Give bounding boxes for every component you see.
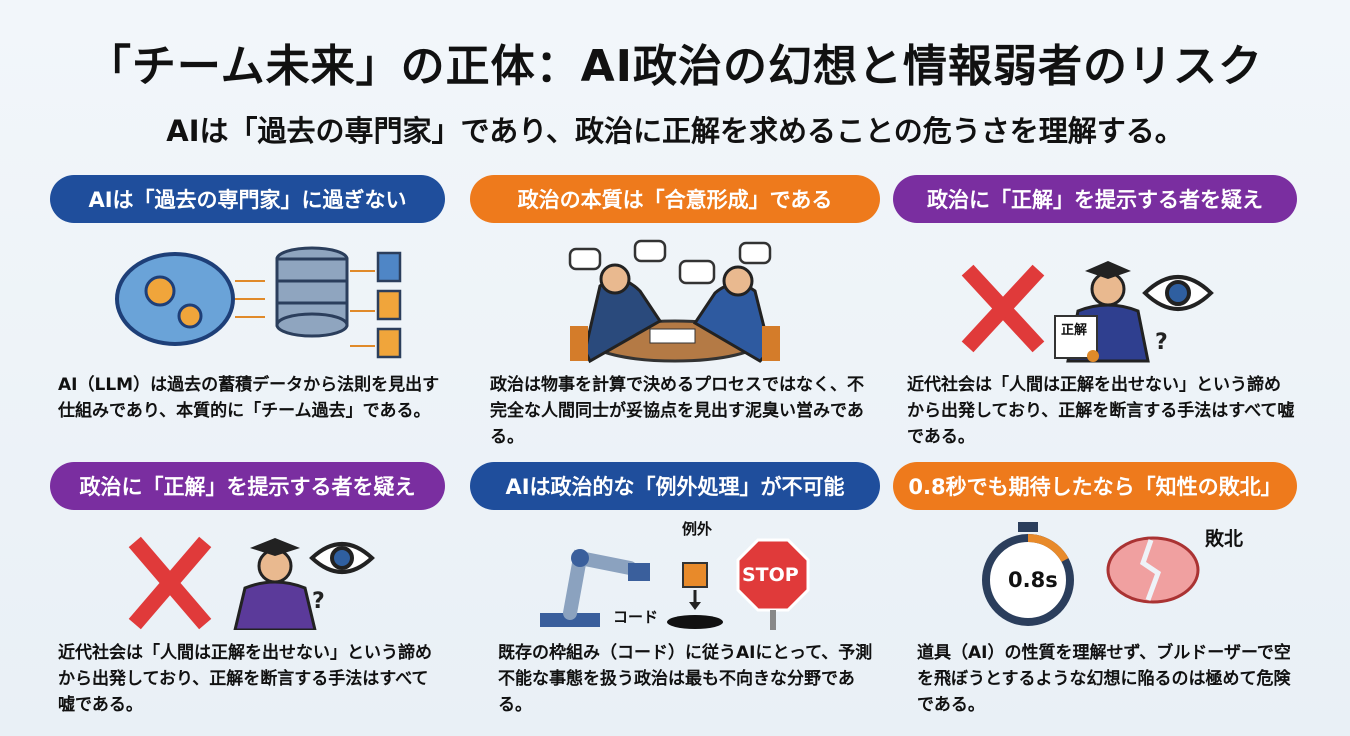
document-icon [376,251,402,359]
stop-sign-icon [736,538,810,612]
defeat-label: 敗北 [1205,528,1244,550]
brain-gears-icon [115,246,402,359]
graduate-icon [233,538,317,632]
broken-brain-icon [1106,536,1200,604]
card-heading: 政治の本質は「合意形成」である [470,175,880,223]
card-heading: 0.8秒でも期待したなら「知性の敗北」 [893,462,1297,510]
box-icon [682,562,708,588]
card-heading: AIは「過去の専門家」に過ぎない [50,175,445,223]
timer-label: 0.8s [1008,568,1058,592]
card-heading: AIは政治的な「例外処理」が不可能 [470,462,880,510]
red-x-icon: ? [128,536,375,632]
svg-text:?: ? [312,589,325,614]
robot-arm-icon [540,538,810,630]
card-heading: 政治に「正解」を提示する者を疑え [50,462,445,510]
card-description: AI（LLM）は過去の蓄積データから法則を見出す仕組みであり、本質的に「チーム過… [58,375,440,421]
card-description: 近代社会は「人間は正解を出せない」という諦めから出発しており、正解を断言する手法… [58,643,432,715]
page-subtitle: AIは「過去の専門家」であり、政治に正解を求めることの危うさを理解する。 [166,114,1184,148]
card-intellect-defeat: 0.8秒でも期待したなら「知性の敗北」 0.8s 敗北 道具（AI）の性質を理解… [893,462,1297,718]
hole-icon [667,615,723,629]
eye-icon [309,542,375,574]
code-label: コード [613,608,659,626]
card-description: 道具（AI）の性質を理解せず、ブルドーザーで空を飛ぼうとするような幻想に陥るのは… [917,643,1291,715]
card-exception-handling: AIは政治的な「例外処理」が不可能 例外 コード STOP 既存の枠組み（コード… [470,462,880,718]
stopwatch-icon [982,522,1200,626]
speech-bubble-icon [568,239,772,285]
card-heading: 政治に「正解」を提示する者を疑え [893,175,1297,223]
handshake-meeting-icon [568,239,780,364]
eye-icon [1142,275,1214,311]
database-icon [275,246,349,338]
page-title: 「チーム未来」の正体：AI政治の幻想と情報弱者のリスク [86,41,1264,92]
exception-label: 例外 [682,520,713,538]
card-ai-past-expert: AIは「過去の専門家」に過ぎない AI（LLM）は過去の蓄積データから法則を見出… [50,175,445,424]
card-description: 政治は物事を計算で決めるプロセスではなく、不完全な人間同士が妥協点を見出す泥臭い… [490,375,864,447]
card-doubt-answer-2: 政治に「正解」を提示する者を疑え ? 近代社会は「人間は正解を出せない」という諦… [50,462,445,718]
card-consensus: 政治の本質は「合意形成」である 政治は物事を計算で決めるプロセスではなく、不完全… [470,175,880,450]
card-description: 近代社会は「人間は正解を出せない」という諦めから出発しており、正解を断言する手法… [907,375,1295,447]
graduate-icon [1054,261,1150,363]
stop-label: STOP [742,564,799,586]
card-description: 既存の枠組み（コード）に従うAIにとって、予測不能な事態を扱う政治は最も不向きな… [498,643,873,715]
red-x-icon: ? [961,261,1214,363]
card-doubt-answer-1: 政治に「正解」を提示する者を疑え ? 正解 近代社会は「人間は正解を出せない」と… [893,175,1297,450]
answer-label: 正解 [1061,323,1088,338]
svg-text:?: ? [1155,330,1168,355]
